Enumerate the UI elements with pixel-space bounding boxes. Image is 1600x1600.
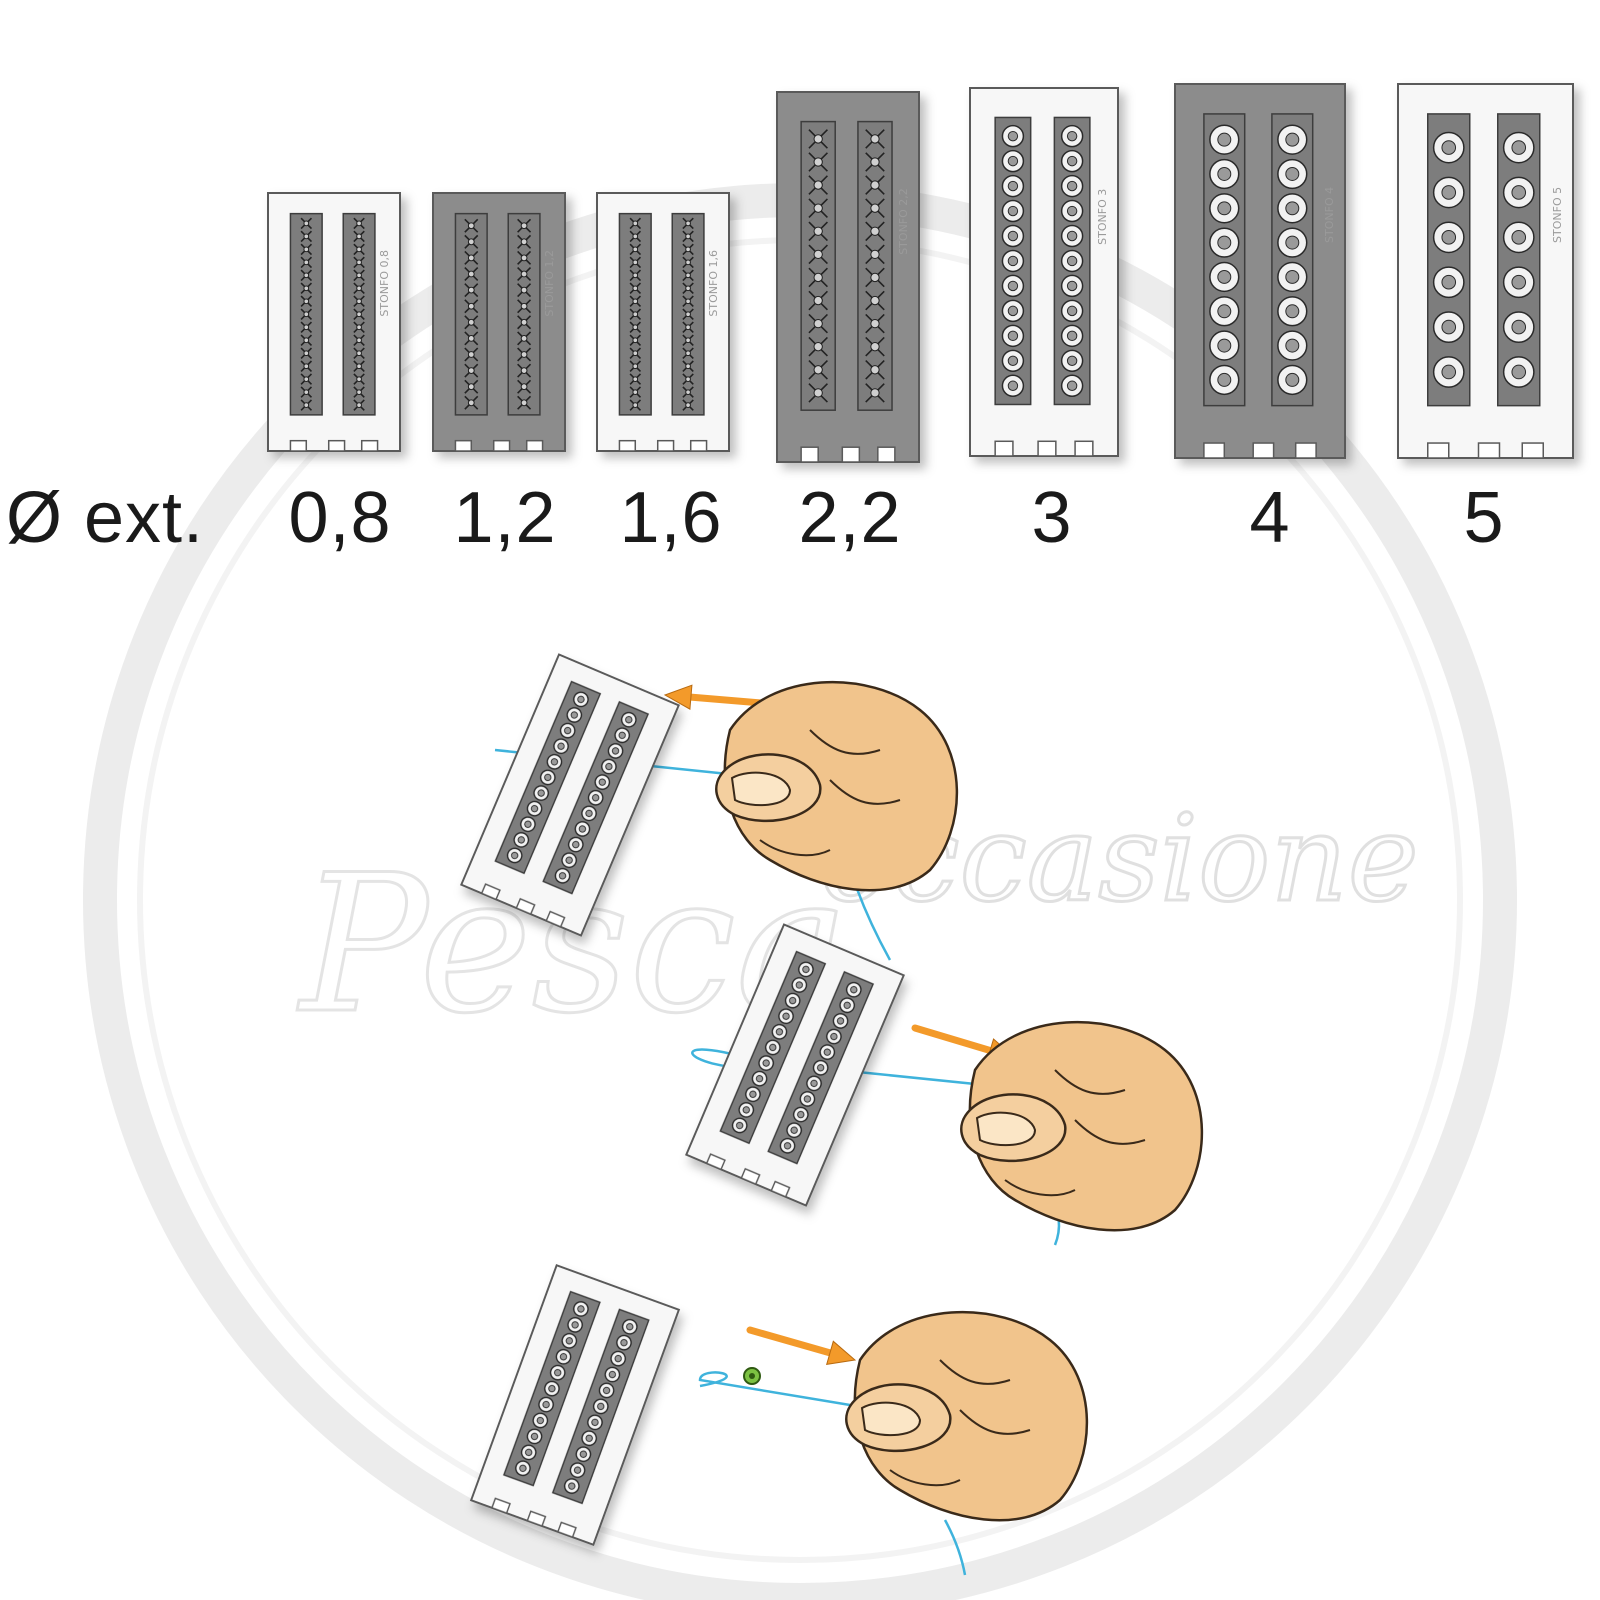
size-label-2: 1,2 [453,478,557,558]
size-label-6: 4 [1249,478,1291,558]
strip-stamp: STONFO 2,2 [897,188,910,255]
hole-bar [507,212,541,416]
hole-bar [800,120,836,411]
hole-bar [1271,113,1314,407]
size-label-7: 5 [1463,478,1505,558]
size-strips: STONFO 0,8 STONFO 1,2 STONFO 1,6 STONFO 2,2… [267,83,1574,463]
hole-bar [454,212,488,416]
usage-steps [460,653,1204,1576]
strip-stamp: STONFO 3 [1096,189,1109,245]
usage-step-3 [469,1264,1089,1576]
diameter-prefix-label: Ø ext. [6,478,205,558]
strip-1 [267,192,401,452]
hand-illustration [960,1020,1204,1232]
strip-stamp: STONFO 0,8 [378,250,391,317]
strip-3 [596,192,730,452]
fishing-line-tail [943,1519,967,1576]
hole-bar [857,120,893,411]
hand-illustration [845,1310,1089,1522]
size-label-1: 0,8 [288,478,392,558]
strip-2 [432,192,566,452]
hand-illustration [715,680,959,892]
strip-7 [1397,83,1574,459]
hole-bar [1203,113,1246,407]
strip-stamp: STONFO 5 [1551,187,1564,243]
strip-5 [969,87,1119,457]
size-label-5: 3 [1031,478,1073,558]
strip-4 [776,91,920,463]
strip-stamp: STONFO 4 [1323,187,1336,243]
usage-step-1 [460,653,959,961]
step-strip-1 [460,653,680,937]
fishing-line [698,1371,881,1412]
step-strip-2 [685,923,905,1207]
size-label-4: 2,2 [798,478,902,558]
size-label-3: 1,6 [619,478,723,558]
step-strip-3 [469,1264,681,1546]
direction-arrow [746,1326,857,1366]
strip-6 [1174,83,1346,459]
strip-stamp: STONFO 1,6 [707,250,720,317]
usage-step-2 [685,923,1204,1246]
strip-stamp: STONFO 1,2 [543,250,556,317]
